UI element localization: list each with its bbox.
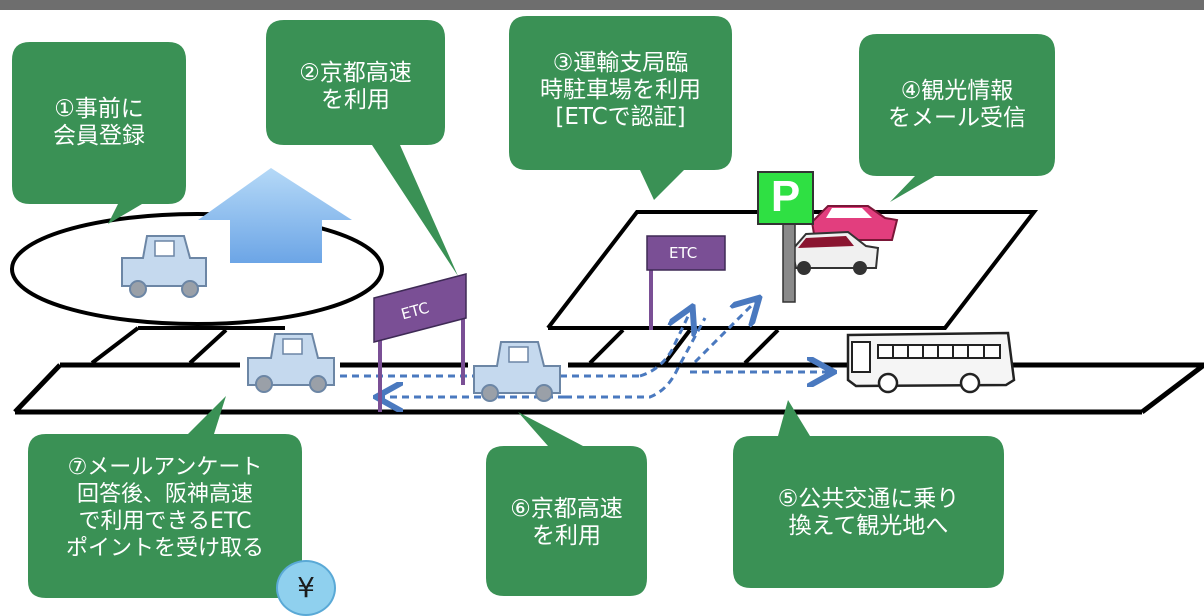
step-3-text: ③運輸支局臨時駐車場を利用[ETCで認証] xyxy=(540,50,701,130)
parking-sign-label: P xyxy=(770,172,801,221)
bubble-6 xyxy=(486,412,647,596)
bubble-3 xyxy=(509,16,732,200)
etc-parking-label: ETC xyxy=(669,244,698,262)
bubble-7 xyxy=(28,396,302,598)
parking-sign-pole xyxy=(782,219,796,303)
etc-main-gate xyxy=(373,273,467,412)
bubble-5 xyxy=(733,400,1004,588)
left-lot xyxy=(90,326,285,365)
bubble-2 xyxy=(266,20,458,276)
bus xyxy=(846,331,1016,394)
step-6-text: ⑥京都高速を利用 xyxy=(510,496,623,549)
step-1-text: ①事前に会員登録 xyxy=(53,96,145,149)
step-2-text: ②京都高速を利用 xyxy=(299,60,412,113)
bubble-1 xyxy=(12,42,186,224)
yen-coin-icon: ¥ xyxy=(276,560,336,616)
parking-sign xyxy=(757,171,814,225)
top-bar xyxy=(0,0,1204,10)
parked-car-red xyxy=(790,230,880,275)
up-arrow xyxy=(198,168,352,263)
step-5-text: ⑤公共交通に乗り換えて観光地へ xyxy=(777,486,960,539)
home-area-ellipse xyxy=(10,212,384,326)
bubble-4 xyxy=(859,34,1055,202)
route-arrows xyxy=(340,302,828,397)
car-road-left xyxy=(247,333,335,393)
etc-parking-gate xyxy=(646,235,726,330)
step-4-text: ④観光情報をメール受信 xyxy=(888,78,1026,131)
bubbles xyxy=(12,16,1055,598)
car-road-middle xyxy=(473,341,561,402)
car-home xyxy=(121,235,207,298)
road xyxy=(13,362,1204,415)
